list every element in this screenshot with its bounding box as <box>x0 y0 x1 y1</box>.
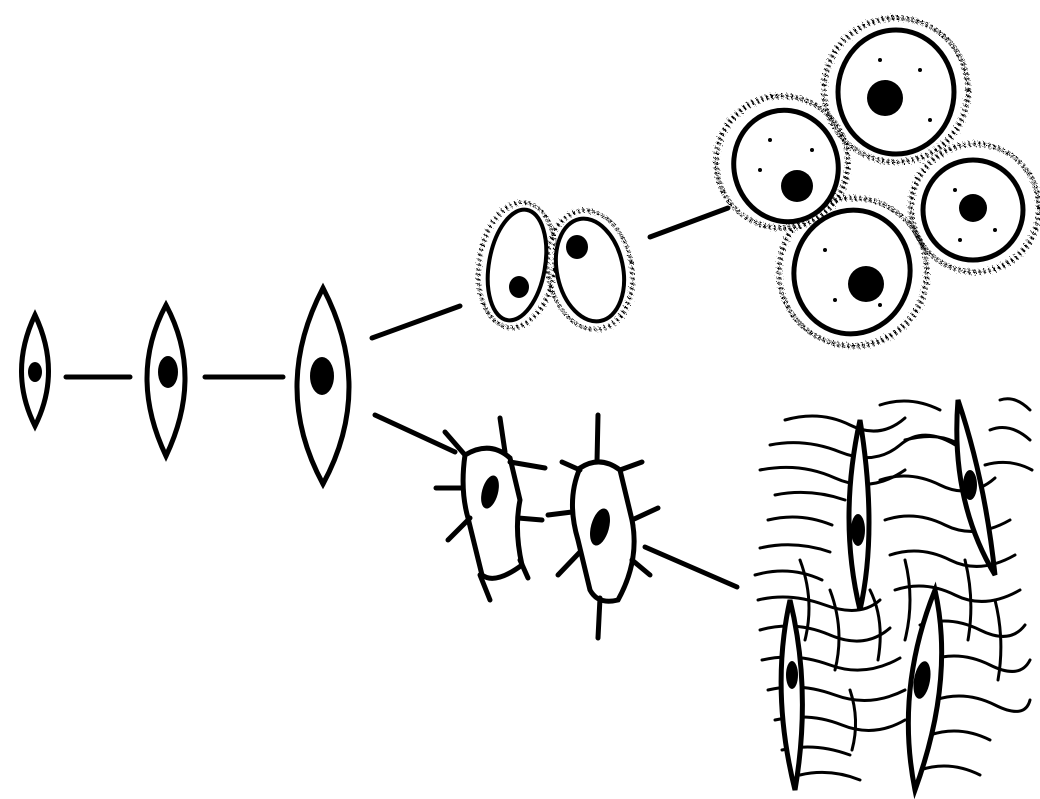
paired-round-cells <box>471 197 642 336</box>
nucleus <box>509 276 529 298</box>
round-cell <box>480 205 555 325</box>
nucleus <box>566 235 588 259</box>
nucleus <box>851 514 865 546</box>
connector-line <box>645 547 737 587</box>
stellate-cell <box>436 418 545 600</box>
stellate-cell <box>548 415 658 638</box>
nucleus <box>158 356 178 388</box>
tissue-cell <box>908 590 941 790</box>
spindle-cell-medium <box>147 305 185 456</box>
spindle-cell-small <box>22 315 49 426</box>
nucleus <box>848 266 884 302</box>
round-cell-cluster <box>716 18 1039 346</box>
connector-line <box>372 306 460 338</box>
nucleus <box>959 194 987 222</box>
tissue-cell <box>781 600 802 790</box>
round-cell <box>784 201 920 343</box>
tissue-cell <box>957 400 995 575</box>
nucleus <box>310 357 334 395</box>
tissue-cell <box>849 420 869 610</box>
round-cell <box>547 212 633 327</box>
connector-line <box>650 208 728 237</box>
spindle-cell-large <box>297 288 349 484</box>
nucleus <box>28 362 42 382</box>
round-cell <box>838 30 954 154</box>
nucleus <box>867 80 903 116</box>
nucleus <box>963 470 977 500</box>
fibrous-tissue <box>755 399 1032 790</box>
round-cell <box>923 160 1023 260</box>
nucleus <box>781 170 813 202</box>
nucleus <box>786 661 798 689</box>
